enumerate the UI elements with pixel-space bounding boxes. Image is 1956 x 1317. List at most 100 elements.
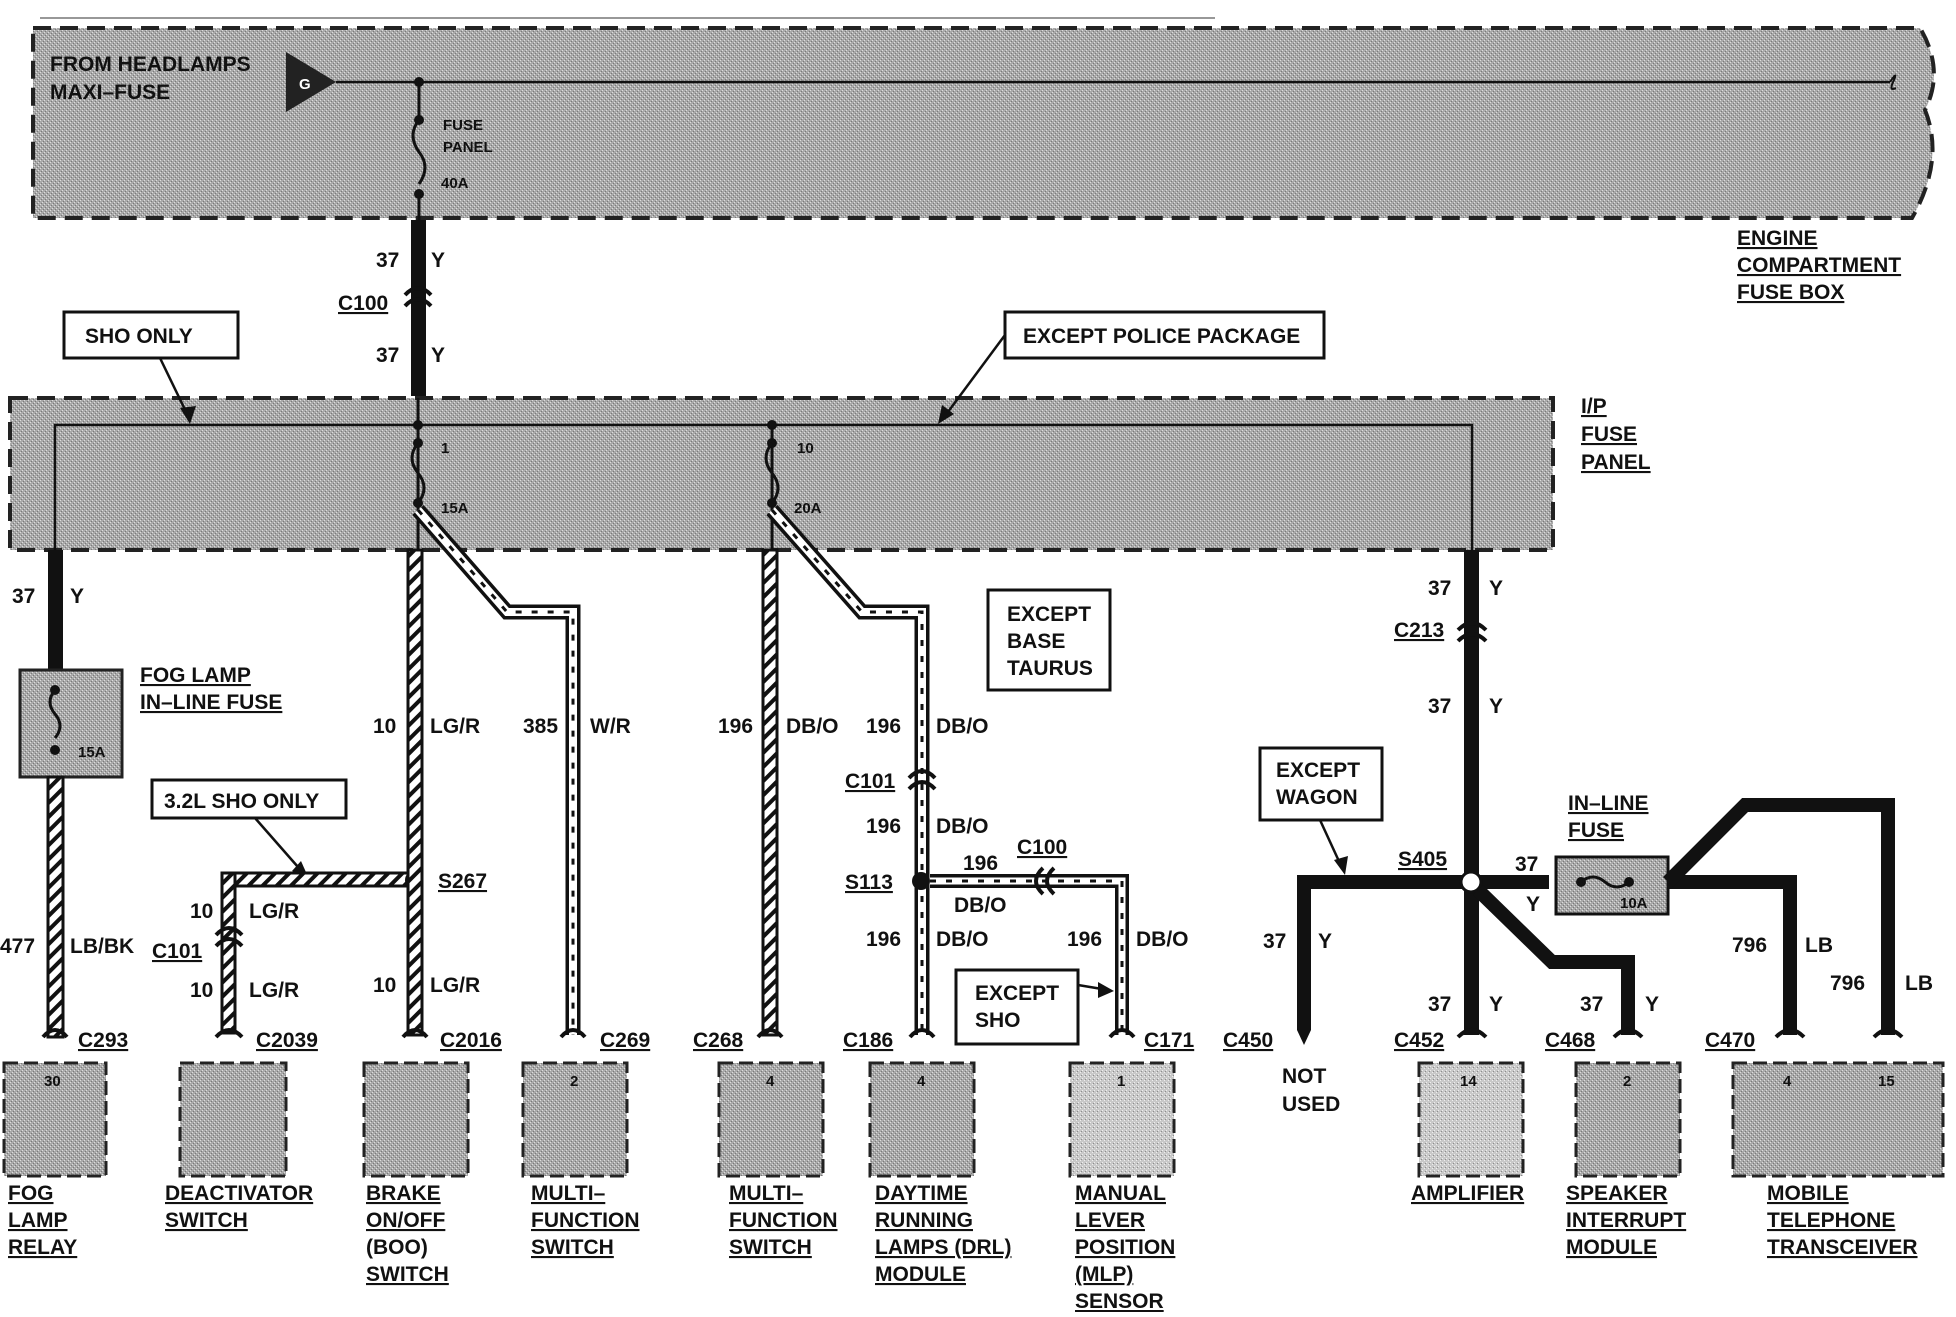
component-drl: 4 DAYTIME RUNNING LAMPS (DRL) MODULE xyxy=(868,1061,1011,1286)
connector-c101-icon xyxy=(214,926,244,937)
component-mfs1: 2 MULTI– FUNCTION SWITCH xyxy=(521,1061,640,1259)
connector-label: C452 xyxy=(1394,1029,1444,1052)
fog-inline-fuse xyxy=(18,668,124,779)
wire-num: 37 xyxy=(1428,993,1451,1016)
inline-fuse xyxy=(1554,855,1670,916)
fog-fuse-title-1: FOG LAMP xyxy=(140,664,251,687)
pin-label: 4 xyxy=(917,1073,926,1090)
splice-s405-dot xyxy=(1459,870,1483,894)
wire-num: 796 xyxy=(1830,972,1865,995)
connector-icon xyxy=(1108,1028,1136,1039)
right-branch: 37 Y C213 37 Y EXCEPT WAGON S405 37 Y Y … xyxy=(1223,550,1933,1052)
connector-label: C101 xyxy=(152,940,203,963)
connector-c100-icon xyxy=(403,286,433,297)
component-label: MODULE xyxy=(1566,1236,1657,1259)
wire-num: 37 xyxy=(1428,695,1451,718)
connector-label: C186 xyxy=(843,1029,893,1052)
note-text: EXCEPT xyxy=(975,982,1059,1005)
component-label: RUNNING xyxy=(875,1209,973,1232)
component-label: SWITCH xyxy=(729,1236,812,1259)
wire-num: 37 xyxy=(376,344,399,367)
fuse10-rating: 20A xyxy=(794,500,822,517)
connector-icon xyxy=(1774,1028,1806,1039)
wire-num: 196 xyxy=(718,715,753,738)
wire-num: 196 xyxy=(866,928,901,951)
connector-c101-icon xyxy=(907,769,937,780)
not-used-end-icon xyxy=(1297,1030,1311,1045)
component-boo: BRAKE ON/OFF (BOO) SWITCH xyxy=(362,1061,470,1286)
wire-color: DB/O xyxy=(936,815,989,838)
component-label: SWITCH xyxy=(531,1236,614,1259)
ip-panel-title-2: FUSE xyxy=(1581,423,1637,446)
engine-box-title-3: FUSE BOX xyxy=(1737,281,1844,304)
component-fog-relay: 30 FOG LAMP RELAY xyxy=(2,1061,108,1259)
component-label: MULTI– xyxy=(531,1182,606,1205)
wire-color: Y xyxy=(70,585,84,608)
fuse1-rating: 15A xyxy=(441,500,469,517)
connector-label: C2016 xyxy=(440,1029,502,1052)
wire-num: 37 xyxy=(1515,853,1538,876)
splice-label: S267 xyxy=(438,870,487,893)
engine-box-title-1: ENGINE xyxy=(1737,227,1818,250)
fog-fuse-title-2: IN–LINE FUSE xyxy=(140,691,282,714)
wire-color: Y xyxy=(431,249,445,272)
wire-num: 10 xyxy=(190,979,213,1002)
wire-color: DB/O xyxy=(954,894,1007,917)
wire-color: Y xyxy=(1318,930,1332,953)
component-label: SWITCH xyxy=(165,1209,248,1232)
wire-color: Y xyxy=(1489,993,1503,1016)
connector-icon xyxy=(1612,1028,1644,1039)
connector-icon xyxy=(559,1028,587,1039)
inline-fuse-title-1: IN–LINE xyxy=(1568,792,1649,815)
component-mobile-telephone: 4 15 MOBILE TELEPHONE TRANSCEIVER xyxy=(1731,1061,1945,1259)
note-text: WAGON xyxy=(1276,786,1358,809)
ip-fuse-panel: 1 15A 10 20A I/P FUSE PANEL xyxy=(8,395,1651,552)
wire-color: LG/R xyxy=(430,715,480,738)
note-text: SHO ONLY xyxy=(85,325,193,348)
wire-color: LG/R xyxy=(249,900,299,923)
component-mfs2: 4 MULTI– FUNCTION SWITCH xyxy=(717,1061,838,1259)
mfs1-branch: 385 W/R C269 xyxy=(412,505,650,1052)
component-mlp: 1 MANUAL LEVER POSITION (MLP) SENSOR xyxy=(1068,1061,1176,1313)
component-label: DEACTIVATOR xyxy=(165,1182,313,1205)
component-label: LEVER xyxy=(1075,1209,1145,1232)
component-label: INTERRUPT xyxy=(1566,1209,1686,1232)
wire-num: 37 xyxy=(1263,930,1286,953)
wire-num: 10 xyxy=(190,900,213,923)
wire-color: DB/O xyxy=(786,715,839,738)
connector-icon xyxy=(908,1028,936,1039)
note-text: TAURUS xyxy=(1007,657,1093,680)
splice-s113-dot xyxy=(912,872,930,890)
component-label: (MLP) xyxy=(1075,1263,1133,1286)
component-speaker-interrupt: 2 SPEAKER INTERRUPT MODULE xyxy=(1566,1061,1686,1259)
fuse1-symbol-icon xyxy=(410,442,426,504)
connector-label: C268 xyxy=(693,1029,744,1052)
component-label: ON/OFF xyxy=(366,1209,445,1232)
component-label: LAMPS (DRL) xyxy=(875,1236,1011,1259)
component-not-used: NOT USED xyxy=(1282,1065,1340,1116)
pin-label: 14 xyxy=(1460,1073,1477,1090)
note-text: SHO xyxy=(975,1009,1021,1032)
connector-icon xyxy=(41,1028,69,1039)
fuse-panel-label-2: PANEL xyxy=(443,139,493,156)
wire-num: 477 xyxy=(0,935,35,958)
fog-lamp-branch: 37 Y 15A FOG LAMP IN–LINE FUSE 477 LB/BK… xyxy=(0,550,282,1052)
fuse-panel-label-1: FUSE xyxy=(443,117,483,134)
wire-color: W/R xyxy=(590,715,631,738)
component-label: MANUAL xyxy=(1075,1182,1166,1205)
wire-num: 37 xyxy=(1580,993,1603,1016)
main-feed: 37 Y C100 37 Y xyxy=(338,220,445,396)
deactivator-branch: 3.2L SHO ONLY S267 10 LG/R C101 10 LG/R … xyxy=(150,778,487,1052)
wire-color: Y xyxy=(1489,695,1503,718)
wire-num: 385 xyxy=(523,715,558,738)
drl-branch: 196 DB/O C101 196 DB/O S113 196 C100 DB/… xyxy=(766,505,1195,1052)
fuse10-symbol-icon xyxy=(764,442,780,504)
pin-label: 4 xyxy=(1783,1073,1792,1090)
pin-label: 1 xyxy=(1117,1073,1125,1090)
fuse-rating: 40A xyxy=(441,175,469,192)
pin-label: 2 xyxy=(570,1073,578,1090)
note-text: EXCEPT POLICE PACKAGE xyxy=(1023,325,1300,348)
component-label: RELAY xyxy=(8,1236,77,1259)
wire-color: LB/BK xyxy=(70,935,134,958)
